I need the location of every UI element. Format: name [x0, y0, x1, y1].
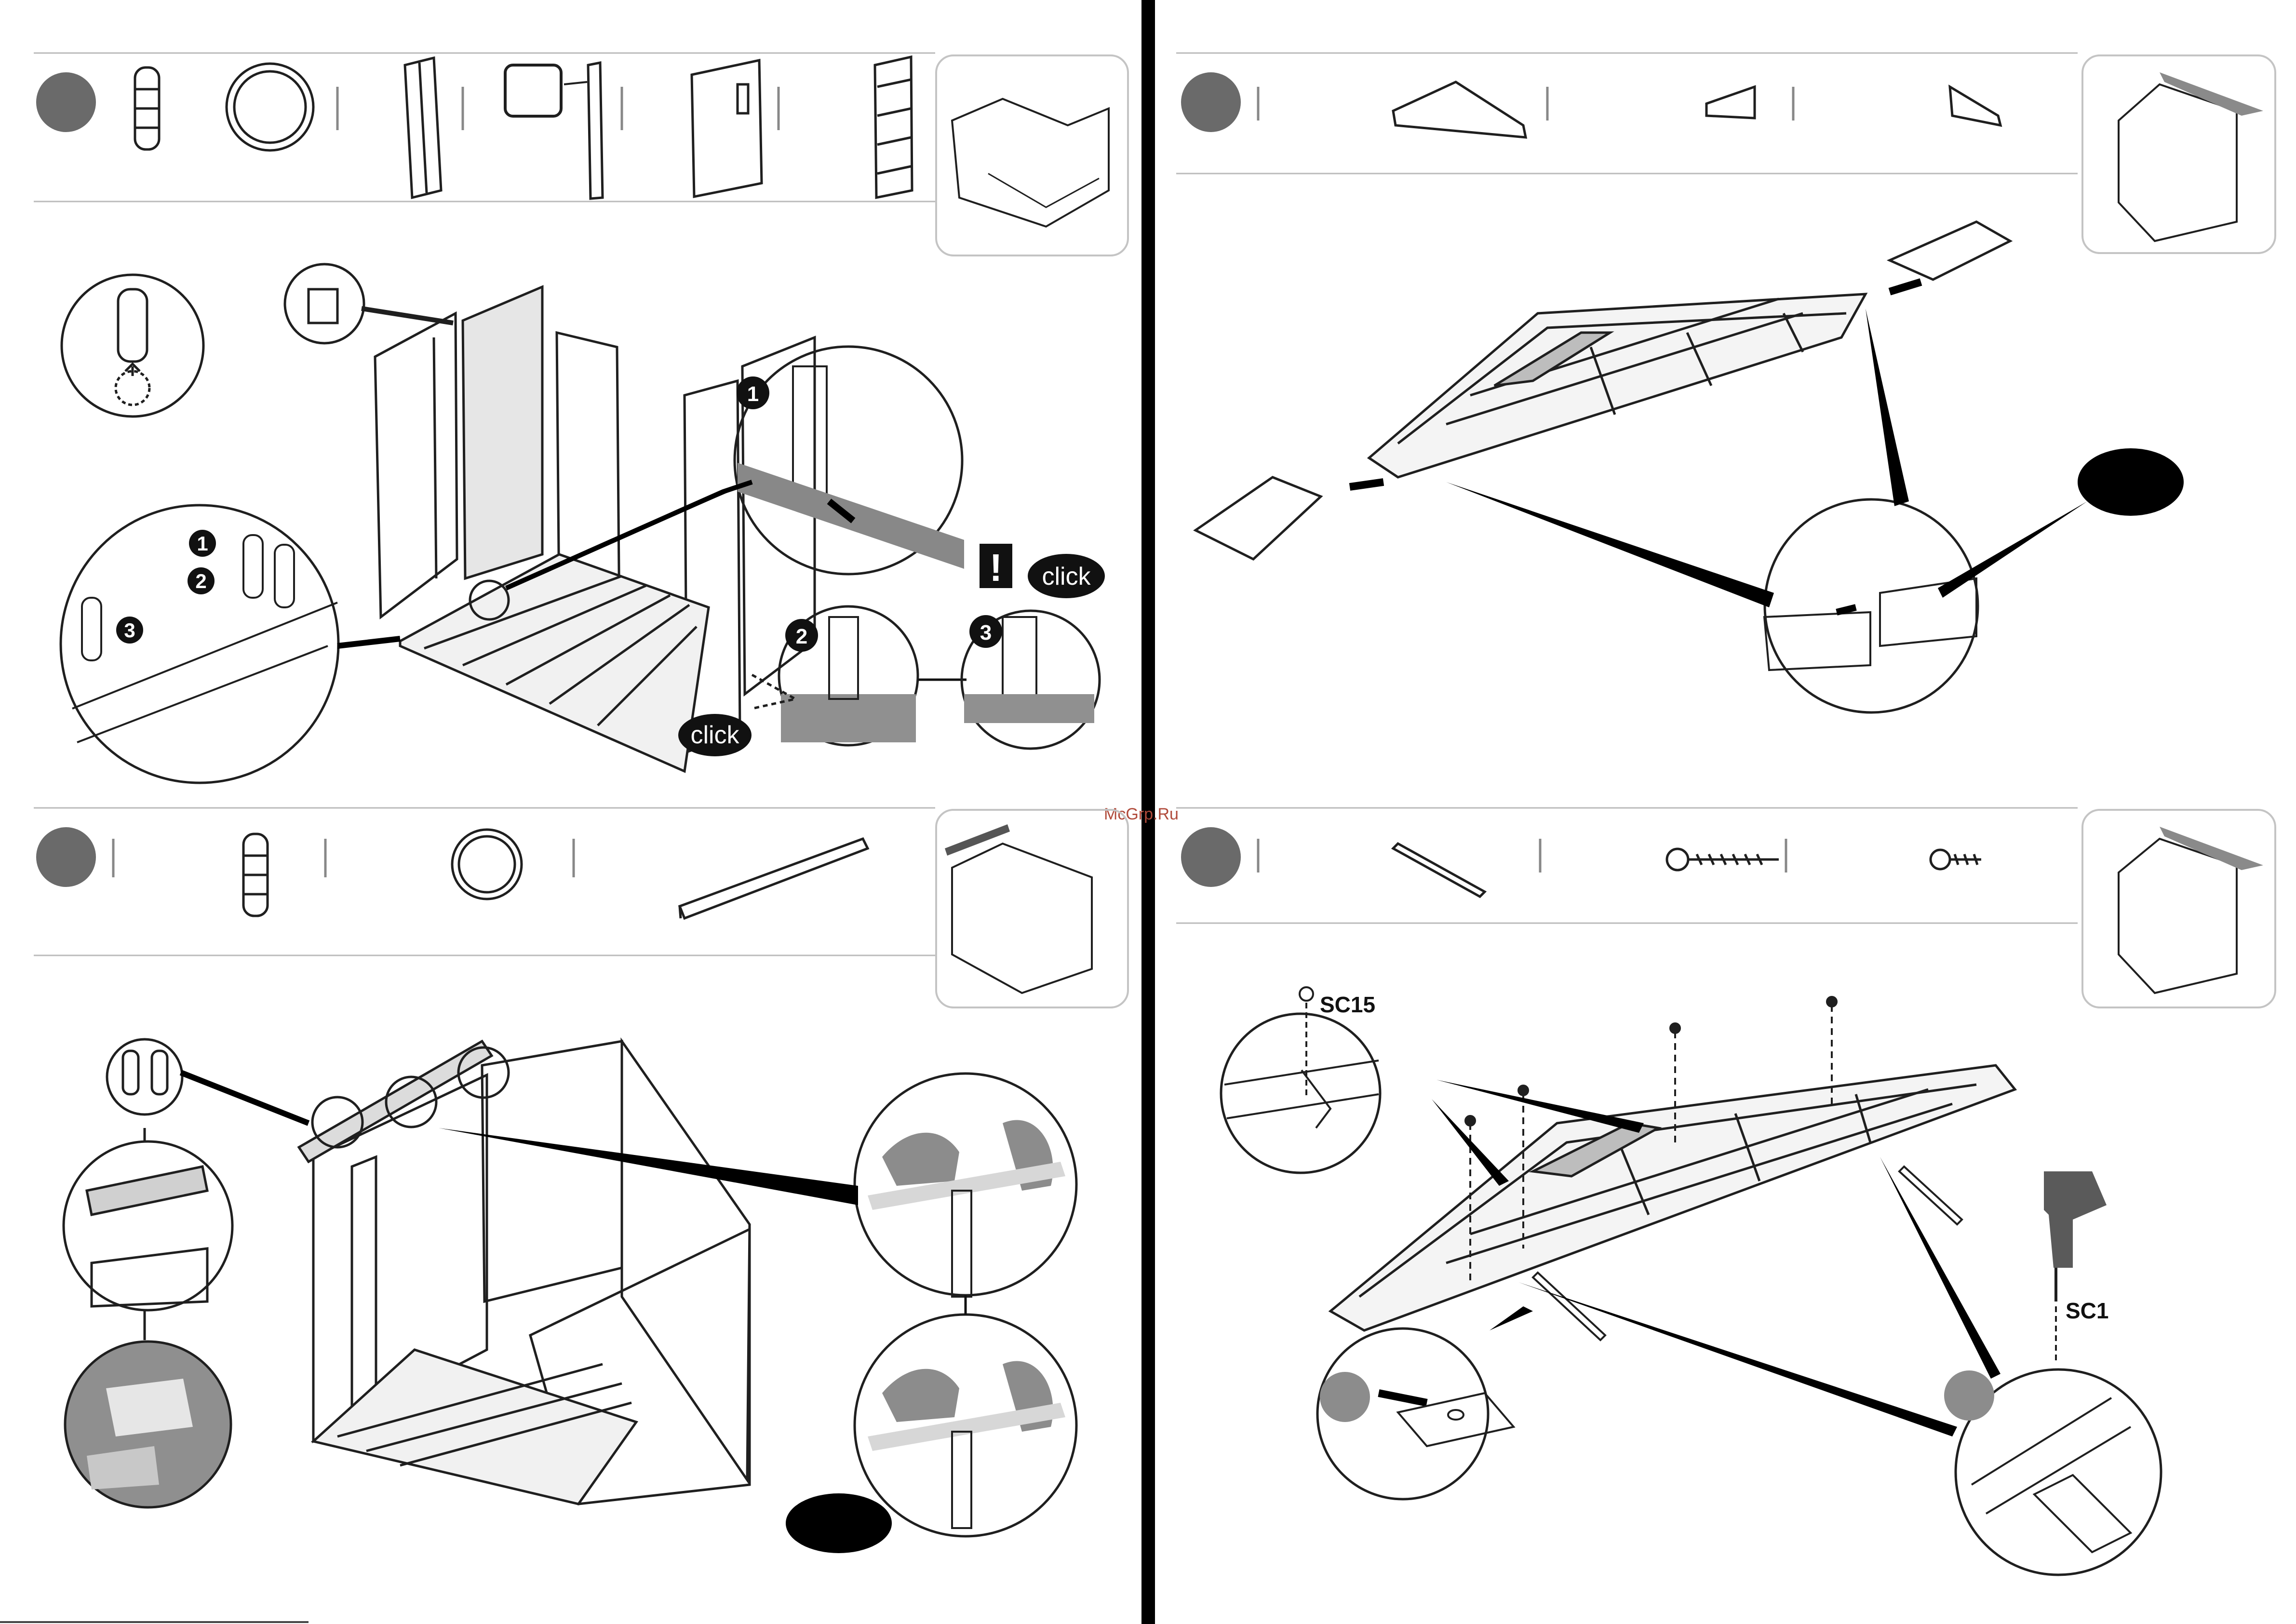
- door-panel-part: [692, 60, 762, 197]
- peg-insertion-inset: 1 2 3: [61, 505, 400, 783]
- gable-frame-drawing: [1195, 222, 2010, 559]
- callout-step-1: 1: [197, 532, 208, 555]
- connector-detail-part: [505, 63, 603, 199]
- hand-push-inset-lower: [786, 1295, 1076, 1553]
- parts-list: [1258, 82, 2001, 137]
- callout-step-3: 3: [124, 619, 135, 642]
- callout-step-2: 2: [195, 570, 206, 592]
- screw-label-sc15: SC15: [1320, 992, 1375, 1017]
- step-number-badge: [36, 827, 96, 887]
- callout-step-1-b: 1: [747, 382, 759, 406]
- watermark: McGrp.Ru: [1104, 805, 1179, 823]
- step-number-badge: [1181, 827, 1241, 887]
- ring-part: [452, 830, 522, 899]
- callout-blank-badge: [786, 1493, 892, 1553]
- parts-list: [113, 830, 868, 918]
- progress-thumbnail: [936, 55, 1128, 255]
- gable-triangle-part: [1393, 82, 1526, 137]
- step-number-badge: [36, 72, 96, 132]
- gable-corner-part: [1950, 87, 2001, 125]
- gable-frame-screwing-drawing: [1330, 1065, 2015, 1330]
- hand-push-inset-upper: [439, 1074, 1076, 1297]
- peg-pair-inset: [107, 1039, 182, 1114]
- wall-panel-part: [875, 57, 912, 198]
- click-confirm-inset: 3 click !: [962, 544, 1105, 749]
- anchor-peg-part: [135, 67, 159, 149]
- pin-alignment-inset: 1: [506, 347, 964, 588]
- power-drill-icon: SC1: [2044, 1171, 2108, 1364]
- top-beam-part: [680, 839, 868, 918]
- click-lock-inset: 2 click: [678, 606, 967, 756]
- callout-step-3-b: 3: [980, 621, 992, 644]
- callout-step-2-b: 2: [796, 625, 807, 648]
- step-panel-top-left: 1 2 3 1 2 click: [34, 53, 1128, 783]
- callout-blank-badge: [2078, 448, 2184, 516]
- parts-list: [1258, 839, 1981, 897]
- click-label-2: click: [1042, 563, 1091, 591]
- shed-wall-and-floor-drawing: [375, 287, 815, 771]
- progress-thumbnail: [2082, 810, 2275, 1007]
- step-number-badge: [1181, 72, 1241, 132]
- gable-end-cap-part: [1706, 87, 1755, 118]
- gloved-hand-photo-inset: [65, 1342, 231, 1507]
- progress-thumbnail: [936, 810, 1128, 1007]
- click-label-1: click: [690, 721, 739, 749]
- progress-thumbnail: [2082, 55, 2275, 253]
- anchor-peg-part: [243, 834, 268, 916]
- beam-rest-inset: [64, 1128, 232, 1340]
- step-panel-bottom-right: SC15 SC1: [1176, 808, 2275, 1575]
- parts-list: [135, 57, 912, 199]
- corner-detail-inset: [285, 264, 453, 343]
- reinforcement-bar-part: [1393, 844, 1485, 897]
- warning-icon: !: [990, 546, 1003, 589]
- step-panel-top-right: [1176, 53, 2275, 712]
- shed-walls-drawing: [299, 1041, 750, 1504]
- short-screw-part: [1931, 850, 1981, 869]
- screw-label-sc1: SC1: [2066, 1298, 2108, 1323]
- long-screw-part: [1667, 849, 1779, 870]
- ring-part: [227, 64, 313, 150]
- step-panel-bottom-left: [0, 808, 1128, 1622]
- wall-profile-part: [405, 58, 441, 198]
- peg-detail-inset: [62, 275, 203, 416]
